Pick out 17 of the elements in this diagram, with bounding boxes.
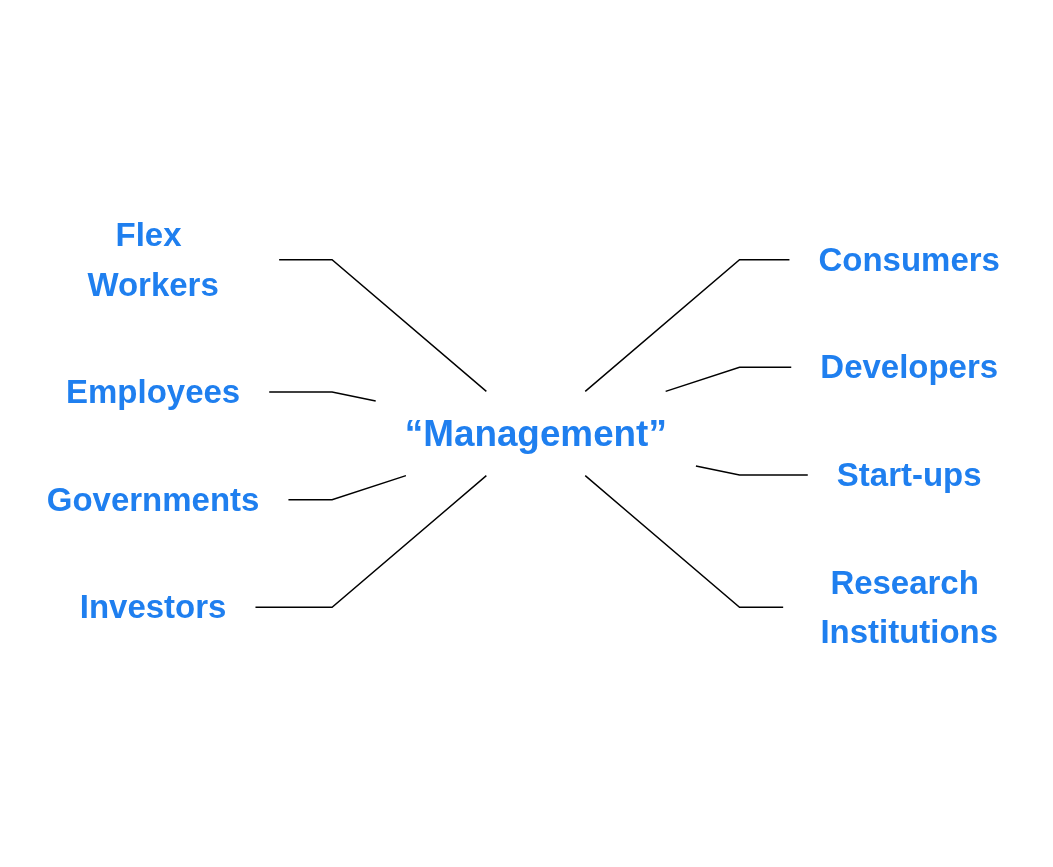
node-text: “Management” bbox=[404, 412, 667, 454]
connector bbox=[584, 474, 784, 608]
node-text: Start-ups bbox=[836, 456, 982, 493]
node-text: Governments bbox=[46, 480, 260, 518]
node-text: Research Institutions bbox=[820, 563, 999, 650]
node-text: Consumers bbox=[818, 240, 1000, 278]
connector bbox=[254, 474, 488, 608]
connector bbox=[664, 366, 792, 393]
connector bbox=[695, 465, 809, 476]
node-text: Flex Workers bbox=[87, 216, 219, 303]
connector bbox=[287, 474, 407, 501]
node-text: Developers bbox=[820, 348, 999, 386]
connector bbox=[268, 391, 377, 402]
node-text: Employees bbox=[66, 373, 241, 410]
connector bbox=[584, 259, 791, 393]
connector bbox=[278, 259, 488, 393]
node-text: Investors bbox=[79, 588, 227, 626]
